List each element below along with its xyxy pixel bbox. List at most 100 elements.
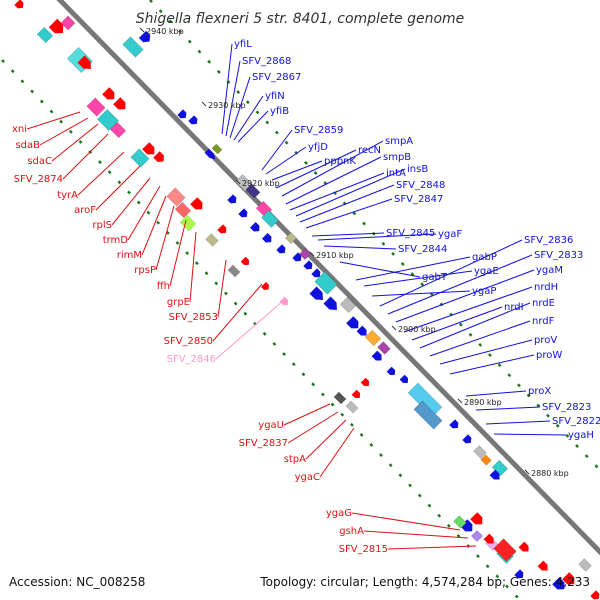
plus-gene-label[interactable]: proW (536, 350, 562, 361)
plus-gene-label[interactable]: ygaM (536, 265, 563, 276)
plus-gene-label[interactable]: yfiN (265, 91, 285, 102)
minus-gene-9[interactable] (97, 109, 119, 131)
minus-gene-19[interactable] (217, 224, 228, 235)
plus-gene-4[interactable] (204, 148, 218, 162)
minus-gene-25[interactable] (345, 400, 359, 414)
plus-gene-label[interactable]: SFV_2868 (242, 56, 291, 67)
plus-gene-label[interactable]: proV (534, 335, 557, 346)
plus-gene-label[interactable]: gabT (422, 272, 448, 283)
plus-gene-34[interactable] (462, 434, 473, 445)
plus-gene-label[interactable]: nrdI (504, 302, 524, 313)
plus-gene-label[interactable]: SFV_2844 (398, 244, 447, 255)
plus-gene-label[interactable]: nrdE (532, 298, 555, 309)
minus-gene-label[interactable]: SFV_2874 (14, 174, 63, 185)
plus-gene-39[interactable] (460, 519, 476, 535)
minus-gene-2[interactable] (60, 15, 76, 31)
plus-gene-27[interactable] (377, 341, 391, 355)
minus-gene-label[interactable]: SFV_2815 (339, 544, 388, 555)
minus-gene-label[interactable]: trmD (103, 235, 129, 246)
minus-gene-3[interactable] (14, 0, 25, 11)
minus-gene-27[interactable] (360, 377, 372, 389)
plus-gene-label[interactable]: SFV_2823 (542, 402, 591, 413)
plus-gene-45[interactable] (578, 558, 592, 572)
plus-gene-29[interactable] (386, 366, 398, 378)
plus-gene-7[interactable] (245, 183, 261, 199)
minus-gene-label[interactable]: xni (12, 124, 27, 135)
minus-gene-label[interactable]: SFV_2850 (164, 336, 213, 347)
plus-gene-2[interactable] (177, 109, 188, 120)
plus-gene-23[interactable] (339, 296, 357, 314)
minus-gene-21[interactable] (240, 256, 252, 268)
minus-gene-32[interactable] (518, 541, 532, 555)
plus-gene-40[interactable] (470, 529, 484, 543)
plus-gene-25[interactable] (356, 325, 370, 339)
minus-gene-5[interactable] (77, 55, 95, 73)
plus-gene-28[interactable] (371, 350, 385, 364)
minus-gene-7[interactable] (102, 87, 118, 103)
minus-gene-17[interactable] (190, 197, 206, 213)
plus-gene-label[interactable]: ygaP (472, 286, 496, 297)
plus-gene-15[interactable] (284, 231, 298, 245)
plus-gene-label[interactable]: ygaE (474, 266, 499, 277)
plus-gene-label[interactable]: gabP (472, 252, 497, 263)
minus-gene-28[interactable] (453, 515, 467, 529)
minus-gene-15[interactable] (174, 201, 192, 219)
minus-gene-24[interactable] (333, 391, 347, 405)
minus-gene-label[interactable]: grpE (167, 297, 190, 308)
minus-gene-label[interactable]: gshA (339, 526, 364, 537)
minus-gene-label[interactable]: aroF (74, 205, 96, 216)
plus-gene-label[interactable]: smpA (385, 136, 413, 147)
minus-gene-13[interactable] (153, 151, 166, 164)
plus-gene-26[interactable] (364, 329, 382, 347)
minus-gene-label[interactable]: stpA (284, 454, 306, 465)
minus-gene-16[interactable] (179, 214, 197, 232)
minus-gene-35[interactable] (590, 590, 600, 600)
plus-gene-11[interactable] (261, 210, 279, 228)
minus-gene-22[interactable] (261, 282, 271, 292)
minus-gene-18[interactable] (205, 233, 219, 247)
plus-gene-label[interactable]: SFV_2833 (534, 250, 583, 261)
plus-gene-44[interactable] (552, 577, 568, 593)
plus-gene-20[interactable] (314, 271, 338, 295)
plus-gene-0[interactable] (122, 36, 144, 58)
minus-gene-31[interactable] (493, 538, 517, 562)
minus-gene-20[interactable] (227, 264, 241, 278)
plus-gene-label[interactable]: nrdF (532, 316, 555, 327)
minus-gene-label[interactable]: ygaC (295, 472, 320, 483)
plus-gene-21[interactable] (309, 286, 327, 304)
plus-gene-32[interactable] (413, 400, 443, 430)
plus-gene-label[interactable]: recN (358, 145, 381, 156)
plus-gene-24[interactable] (346, 316, 362, 332)
plus-gene-label[interactable]: yfjD (308, 142, 328, 153)
minus-gene-26[interactable] (351, 389, 363, 401)
plus-gene-43[interactable] (514, 569, 525, 580)
plus-gene-label[interactable]: intA (386, 168, 406, 179)
minus-gene-8[interactable] (113, 97, 129, 113)
minus-gene-11[interactable] (130, 148, 150, 168)
plus-gene-9[interactable] (238, 208, 249, 219)
plus-gene-label[interactable]: insB (407, 164, 428, 175)
plus-gene-label[interactable]: ygaH (568, 430, 594, 441)
plus-gene-33[interactable] (449, 419, 460, 430)
minus-gene-label[interactable]: sdaB (15, 140, 40, 151)
plus-gene-12[interactable] (249, 221, 262, 234)
plus-gene-19[interactable] (311, 268, 322, 279)
minus-gene-14[interactable] (166, 187, 186, 207)
minus-gene-1[interactable] (48, 18, 67, 37)
minus-gene-label[interactable]: tyrA (57, 190, 78, 201)
plus-gene-label[interactable]: yfiL (234, 39, 252, 50)
minus-gene-30[interactable] (483, 533, 497, 547)
plus-gene-label[interactable]: SFV_2836 (524, 235, 573, 246)
plus-gene-17[interactable] (298, 247, 312, 261)
minus-gene-34[interactable] (562, 572, 578, 588)
plus-gene-5[interactable] (211, 143, 223, 155)
minus-gene-6[interactable] (86, 97, 106, 117)
minus-gene-33[interactable] (537, 560, 551, 574)
minus-gene-29[interactable] (470, 512, 486, 528)
plus-gene-label[interactable]: pppnK (324, 156, 356, 167)
plus-gene-3[interactable] (188, 115, 199, 126)
minus-gene-23[interactable] (279, 296, 291, 308)
minus-gene-label[interactable]: SFV_2837 (239, 438, 288, 449)
minus-gene-label[interactable]: ffh (157, 281, 170, 292)
